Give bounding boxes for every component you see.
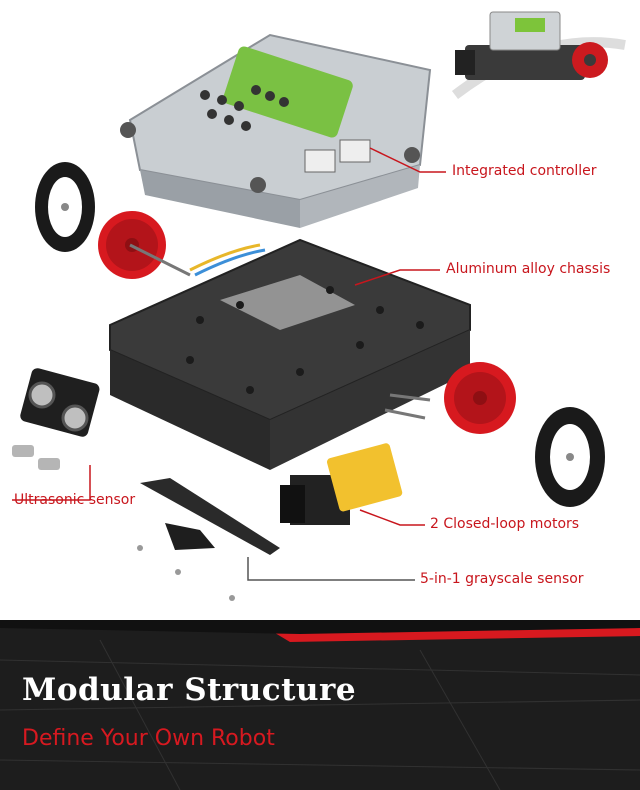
callout-integrated-controller: Integrated controller	[452, 163, 597, 179]
banner-title: Modular Structure	[22, 672, 357, 708]
grayscale-leader	[247, 557, 415, 581]
headline-banner	[0, 620, 640, 790]
exploded-robot-illustration	[12, 11, 626, 601]
right-gear	[384, 362, 516, 434]
ultrasonic-sensor	[12, 368, 100, 470]
controller-module	[120, 33, 432, 228]
banner-texture	[0, 620, 640, 790]
banner-subtitle: Define Your Own Robot	[22, 726, 275, 751]
left-gear	[98, 211, 191, 279]
assembled-robot-thumbnail	[451, 11, 626, 99]
chassis	[109, 238, 471, 470]
left-wheel	[35, 162, 95, 252]
callout-aluminum-chassis: Aluminum alloy chassis	[446, 261, 611, 277]
callout-grayscale-sensor: 5-in-1 grayscale sensor	[420, 571, 584, 587]
closed-loop-motor	[280, 443, 403, 525]
callout-ultrasonic-sensor: Ultrasonic sensor	[14, 492, 136, 508]
right-wheel	[535, 407, 605, 507]
callout-closed-loop-motors: 2 Closed-loop motors	[430, 516, 580, 532]
grayscale-sensor	[137, 478, 280, 601]
callout-leaders	[12, 147, 446, 526]
